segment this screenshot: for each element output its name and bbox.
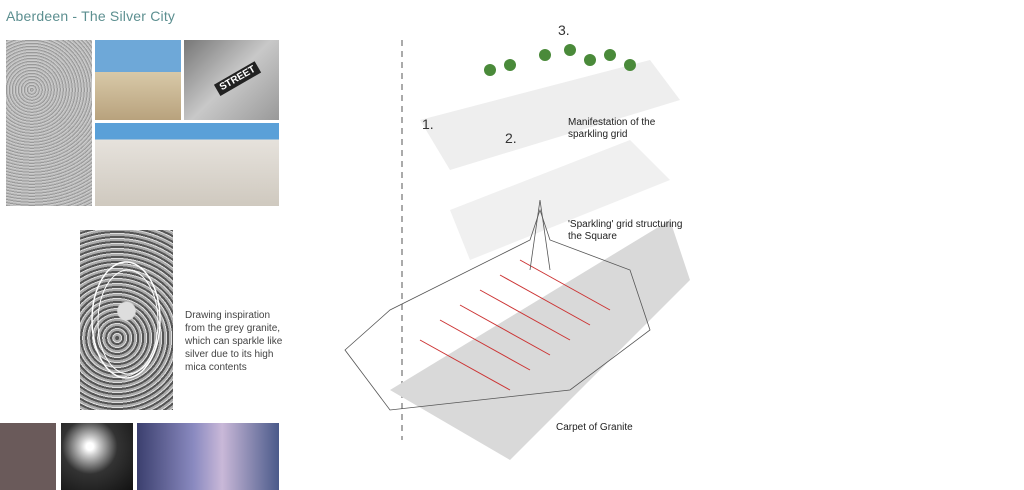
step-number-3: 3.: [558, 22, 570, 38]
page-title: Aberdeen - The Silver City: [6, 8, 176, 24]
marischal-college-photo: [95, 123, 279, 206]
label-carpet-of-granite: Carpet of Granite: [556, 422, 633, 433]
mica-granite-photo: [80, 230, 173, 410]
sparkle-tree-photo: [61, 423, 133, 490]
reflective-paving-photo: [137, 423, 279, 490]
street-sign-text: STREET: [213, 61, 262, 96]
label-sparkling-grid: 'Sparkling' grid structuring the Square: [568, 219, 683, 242]
granite-building-photo: [95, 40, 181, 120]
step-number-1: 1.: [422, 116, 434, 132]
street-sign-photo: STREET: [184, 40, 279, 120]
paving-lights-photo: [0, 423, 56, 490]
isometric-sketch-diagram: [344, 40, 690, 460]
step-number-2: 2.: [505, 130, 517, 146]
label-manifestation: Manifestation of the sparkling grid: [568, 117, 656, 140]
granite-description: Drawing inspiration from the grey granit…: [185, 310, 283, 373]
granite-texture-photo: [6, 40, 92, 206]
